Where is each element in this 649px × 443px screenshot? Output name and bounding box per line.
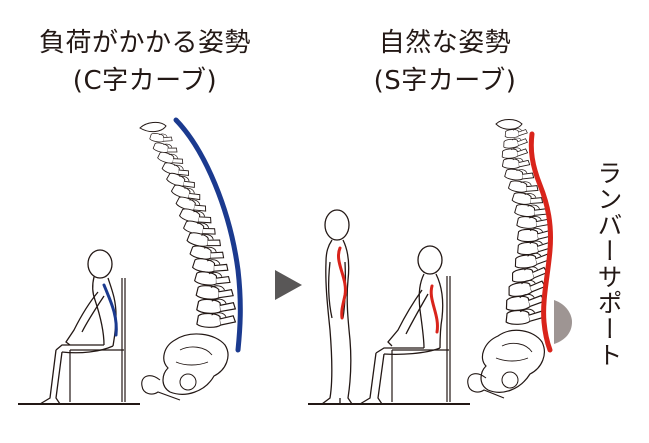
lumbar-support-label: ランバーサポート bbox=[594, 160, 623, 368]
c-curve-heading: 負荷がかかる姿勢 (C字カーブ) bbox=[20, 24, 270, 100]
upright-seated-person-figure bbox=[359, 245, 444, 405]
c-curve-arc bbox=[173, 117, 243, 353]
lumbar-support-pad bbox=[554, 300, 572, 344]
c-curve-spine-illustration bbox=[139, 121, 237, 401]
c-curve-subtitle: (C字カーブ) bbox=[72, 66, 218, 96]
s-curve-arc bbox=[528, 131, 553, 353]
slumped-person-figure bbox=[39, 249, 117, 405]
c-curve-spine-line bbox=[102, 283, 118, 337]
s-curve-subtitle: (S字カーブ) bbox=[373, 66, 517, 96]
standing-s-curve-line bbox=[337, 246, 347, 320]
seated-s-curve-line bbox=[429, 284, 439, 334]
s-curve-spine-illustration bbox=[467, 119, 552, 399]
s-curve-heading: 自然な姿勢 (S字カーブ) bbox=[320, 24, 570, 100]
c-curve-title: 負荷がかかる姿勢 bbox=[38, 28, 251, 58]
chair-left bbox=[69, 278, 126, 402]
s-curve-title: 自然な姿勢 bbox=[378, 28, 512, 58]
standing-person-figure bbox=[320, 209, 354, 405]
chair-right bbox=[391, 276, 451, 402]
transition-arrow-icon bbox=[275, 270, 302, 300]
